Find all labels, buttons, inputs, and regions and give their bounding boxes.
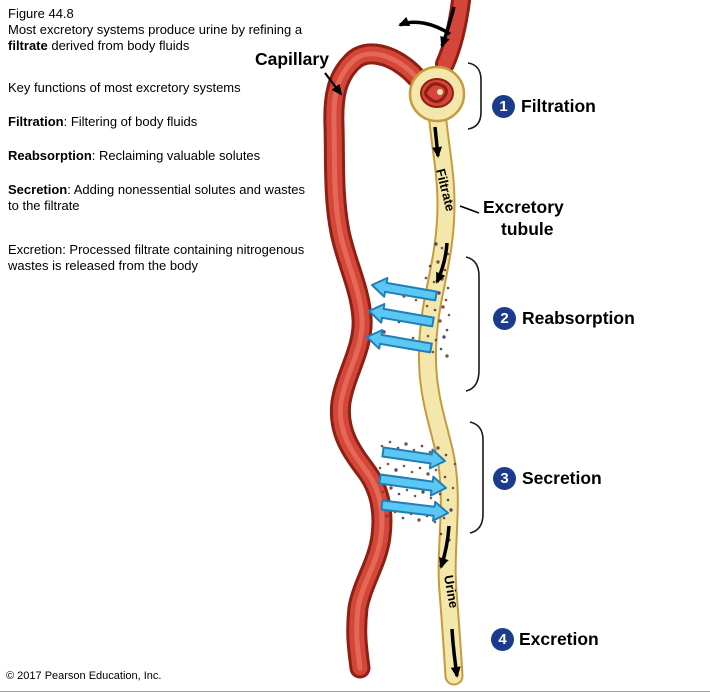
flow-arrows <box>324 6 461 678</box>
step-badge-4: 4 <box>491 628 514 651</box>
capillary-label: Capillary <box>255 49 329 69</box>
figure-caption: Most excretory systems produce urine by … <box>8 22 310 54</box>
flow-arrow-exit <box>450 628 461 678</box>
excretory-tubule-vessel <box>417 102 464 686</box>
definition-term: Reabsorption <box>8 148 92 163</box>
definition-reabsorption: Reabsorption: Reclaiming valuable solute… <box>8 148 310 164</box>
key-functions-heading: Key functions of most excretory systems <box>8 80 241 95</box>
step-badge-3: 3 <box>493 467 516 490</box>
step-label-excretion: Excretion <box>519 629 599 649</box>
capillary-pointer-arrow <box>324 72 343 96</box>
definition-excretion: Excretion: Processed filtrate containing… <box>8 242 310 274</box>
flow-arrow-mid <box>435 242 449 284</box>
step-label-filtration: Filtration <box>521 96 596 116</box>
caption-text-1: Most excretory systems produce urine by … <box>8 22 303 37</box>
copyright-notice: © 2017 Pearson Education, Inc. <box>6 670 162 682</box>
transport-arrows <box>366 277 449 522</box>
solute-dots <box>378 242 457 542</box>
definition-desc: : Filtering of body fluids <box>63 114 198 129</box>
flow-arrow-top-left <box>398 16 451 36</box>
excretory-tubule-label: Excretory tubule <box>483 196 564 240</box>
reabsorption-bracket <box>465 256 480 392</box>
step-brackets <box>465 62 484 534</box>
definition-desc: : Processed filtrate containing nitrogen… <box>8 242 305 273</box>
definition-term: Excretion <box>8 242 63 257</box>
tubule-pointer-line <box>459 205 480 214</box>
flow-arrow-pre-urine <box>439 525 451 569</box>
caption-bold-term: filtrate <box>8 38 48 53</box>
definition-desc: : Reclaiming valuable solutes <box>91 148 261 163</box>
definition-filtration: Filtration: Filtering of body fluids <box>8 114 310 130</box>
flow-arrow-inlet <box>440 6 456 48</box>
definition-secretion: Secretion: Adding nonessential solutes a… <box>8 182 310 214</box>
secretion-bracket <box>469 421 484 534</box>
definition-term: Filtration <box>8 114 64 129</box>
definition-term: Secretion <box>8 182 68 197</box>
tubule-label-line1: Excretory <box>483 197 564 217</box>
step-badge-1: 1 <box>492 95 515 118</box>
filtration-bracket <box>467 62 482 130</box>
step-badge-2: 2 <box>493 307 516 330</box>
glomerulus <box>408 65 466 123</box>
step-label-secretion: Secretion <box>522 468 602 488</box>
step-label-reabsorption: Reabsorption <box>522 308 635 328</box>
caption-text-2: derived from body fluids <box>47 38 190 53</box>
figure-label: Figure 44.8 <box>8 6 74 21</box>
tubule-label-line2: tubule <box>501 219 554 239</box>
urine-flow-label: Urine <box>441 574 462 609</box>
definition-desc: : Adding nonessential solutes and wastes… <box>8 182 306 213</box>
flow-arrow-post-ball <box>432 126 443 158</box>
